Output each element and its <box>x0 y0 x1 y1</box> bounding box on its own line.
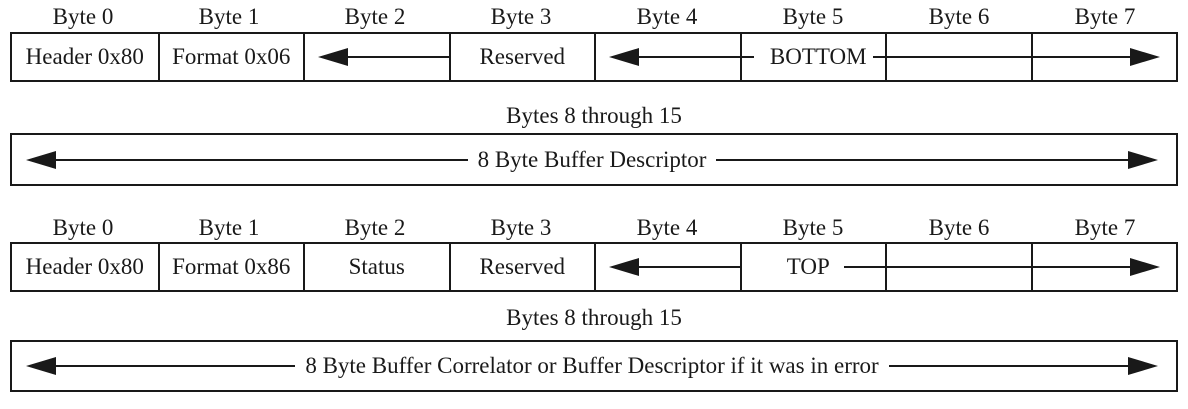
cell-bottom-byte5: BOTTOM <box>739 34 885 80</box>
top-label: TOP <box>786 254 830 279</box>
connector-line <box>872 56 885 58</box>
byte-label-3: Byte 3 <box>490 4 552 29</box>
right-arrow-icon <box>1130 258 1160 276</box>
arrow-shaft-right <box>716 158 1129 161</box>
byte-label-3: Byte 3 <box>490 215 552 240</box>
cell-top-byte5: TOP <box>739 244 885 290</box>
byte-label-7: Byte 7 <box>1074 215 1136 240</box>
span-box-text: 8 Byte Buffer Correlator or Buffer Descr… <box>305 353 879 378</box>
bytes-8-15-caption-2: Bytes 8 through 15 <box>506 305 682 330</box>
byte-header-row-2: Byte 0 Byte 1 Byte 2 Byte 3 Byte 4 Byte … <box>10 215 1178 241</box>
bottom-label: BOTTOM <box>769 44 867 69</box>
byte-label-4: Byte 4 <box>636 215 698 240</box>
cell-byte6-span-line <box>885 34 1031 80</box>
right-arrow-icon <box>1128 357 1158 375</box>
byte-label-2: Byte 2 <box>344 215 406 240</box>
right-arrow-icon <box>1128 150 1159 169</box>
arrow-shaft <box>639 56 740 58</box>
cell-header-byte0: Header 0x80 <box>25 44 144 69</box>
byte-label-6: Byte 6 <box>928 4 990 29</box>
cell-byte2-span-arrow <box>303 34 449 80</box>
arrow-shaft-right <box>888 365 1128 367</box>
cell-byte7-span-arrow <box>1030 34 1177 80</box>
cell-byte4-span-arrow <box>594 244 740 290</box>
byte-table-1: Header 0x80 Format 0x06 Reserved BOTTOM <box>10 32 1178 82</box>
byte-label-7: Byte 7 <box>1074 4 1136 29</box>
span-box-buffer-descriptor: 8 Byte Buffer Descriptor <box>10 133 1178 186</box>
cell-format-byte1: Format 0x86 <box>157 244 304 290</box>
arrow-shaft-left <box>56 365 296 367</box>
byte-label-1: Byte 1 <box>198 4 260 29</box>
arrow-shaft <box>348 56 449 58</box>
byte-label-6: Byte 6 <box>928 215 990 240</box>
left-arrow-icon <box>26 150 56 169</box>
byte-label-5: Byte 5 <box>782 4 844 29</box>
left-arrow-icon <box>26 357 56 375</box>
connector-line <box>843 266 885 268</box>
cell-reserved-byte3: Reserved <box>448 34 595 80</box>
byte-label-1: Byte 1 <box>198 215 260 240</box>
connector-dash <box>741 56 754 58</box>
byte-label-0: Byte 0 <box>52 215 114 240</box>
arrow-shaft <box>639 266 740 268</box>
arrow-shaft <box>1032 56 1130 58</box>
byte-table-2: Header 0x80 Format 0x86 Status Reserved … <box>10 242 1178 292</box>
bytes-8-15-caption-1: Bytes 8 through 15 <box>506 103 682 128</box>
left-arrow-icon <box>609 48 639 66</box>
byte-label-2: Byte 2 <box>344 4 406 29</box>
cell-byte6-span-line <box>885 244 1031 290</box>
span-box-buffer-correlator: 8 Byte Buffer Correlator or Buffer Descr… <box>10 340 1178 392</box>
span-box-text: 8 Byte Buffer Descriptor <box>477 146 707 172</box>
cell-byte4-span-arrow <box>594 34 740 80</box>
span-line <box>887 56 1031 58</box>
byte-header-row-1: Byte 0 Byte 1 Byte 2 Byte 3 Byte 4 Byte … <box>10 4 1178 30</box>
cell-status-byte2: Status <box>303 244 449 290</box>
left-arrow-icon <box>609 258 639 276</box>
cell-header-byte0: Header 0x80 <box>25 254 144 279</box>
cell-byte7-span-arrow <box>1030 244 1177 290</box>
arrow-shaft <box>1032 266 1130 268</box>
arrow-shaft-left <box>56 158 468 161</box>
byte-label-4: Byte 4 <box>636 4 698 29</box>
byte-label-0: Byte 0 <box>52 4 114 29</box>
byte-label-5: Byte 5 <box>782 215 844 240</box>
right-arrow-icon <box>1130 48 1160 66</box>
span-line <box>887 266 1031 268</box>
cell-reserved-byte3: Reserved <box>448 244 595 290</box>
cell-format-byte1: Format 0x06 <box>157 34 304 80</box>
left-arrow-icon <box>318 48 348 66</box>
